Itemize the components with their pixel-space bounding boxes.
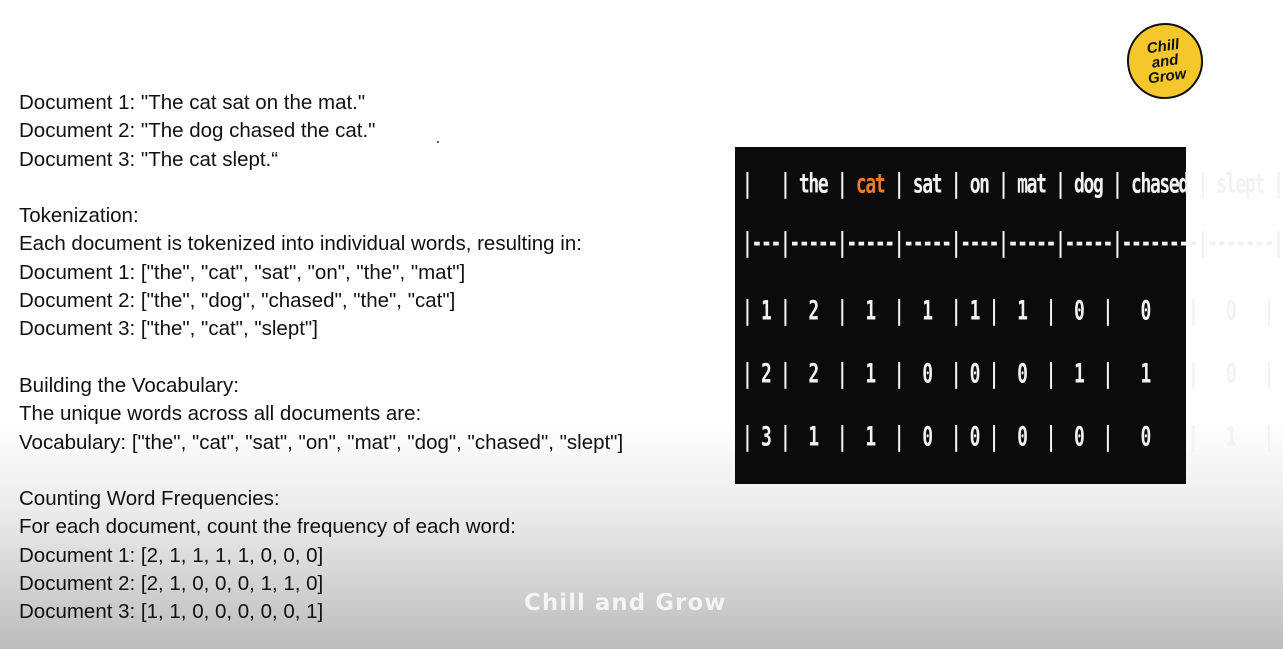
vocabulary-heading: Building the Vocabulary: bbox=[19, 373, 239, 397]
doc2-sentence: Document 2: "The dog chased the cat." bbox=[19, 119, 376, 143]
spacer bbox=[19, 344, 623, 372]
doc3-sentence: Document 3: "The cat slept.“ bbox=[19, 147, 279, 171]
doc1-sentence: Document 1: "The cat sat on the mat." bbox=[19, 91, 366, 114]
header-suffix: | sat | on | mat | dog | chased | slept … bbox=[884, 166, 1283, 200]
table-row-2: | 2 | 2 | 1 | 0 | 0 | 0 | 1 | 1 | 0 | bbox=[742, 356, 1275, 390]
header-cat-highlight: cat bbox=[855, 166, 886, 200]
table-separator-row: |---|-----|-----|-----|----|-----|-----|… bbox=[742, 225, 1283, 259]
frequency-table-terminal: | | the | cat | sat | on | mat | dog | c… bbox=[735, 147, 1283, 484]
watermark-text: Chill and Grow bbox=[524, 590, 727, 616]
doc1-tokens: Document 1: ["the", "cat", "sat", "on", … bbox=[19, 260, 466, 284]
doc1-frequencies: Document 1: [2, 1, 1, 1, 1, 0, 0, 0] bbox=[19, 543, 324, 567]
stray-dot bbox=[437, 141, 439, 143]
doc3-frequencies: Document 3: [1, 1, 0, 0, 0, 0, 0, 1] bbox=[19, 600, 324, 624]
doc3-tokens: Document 3: ["the", "cat", "slept"] bbox=[19, 317, 318, 341]
table-row-3: | 3 | 1 | 1 | 0 | 0 | 0 | 0 | 0 | 1 | bbox=[742, 419, 1275, 453]
doc2-tokens: Document 2: ["the", "dog", "chased", "th… bbox=[19, 289, 456, 313]
spacer bbox=[19, 457, 623, 485]
logo-text: Chill and Grow bbox=[1143, 35, 1188, 87]
frequency-heading: Counting Word Frequencies: bbox=[19, 487, 280, 511]
tokenization-heading: Tokenization: bbox=[19, 204, 139, 228]
logo-line-3: Grow bbox=[1146, 64, 1188, 87]
vocabulary-description: The unique words across all documents ar… bbox=[19, 402, 422, 426]
doc2-frequencies: Document 2: [2, 1, 0, 0, 0, 1, 1, 0] bbox=[19, 572, 324, 596]
tokenization-description: Each document is tokenized into individu… bbox=[19, 232, 582, 256]
chill-and-grow-logo: Chill and Grow bbox=[1122, 18, 1208, 104]
table-row-1: | 1 | 2 | 1 | 1 | 1 | 1 | 0 | 0 | 0 | bbox=[742, 293, 1275, 327]
explanation-text: Document 1: "The cat sat on the mat." Do… bbox=[19, 89, 623, 627]
frequency-description: For each document, count the frequency o… bbox=[19, 515, 516, 539]
vocabulary-list: Vocabulary: ["the", "cat", "sat", "on", … bbox=[19, 430, 624, 454]
table-header-row: | | the | cat | sat | on | mat | dog | c… bbox=[742, 167, 1283, 199]
spacer bbox=[19, 174, 623, 202]
header-prefix: | | the | bbox=[742, 166, 856, 200]
